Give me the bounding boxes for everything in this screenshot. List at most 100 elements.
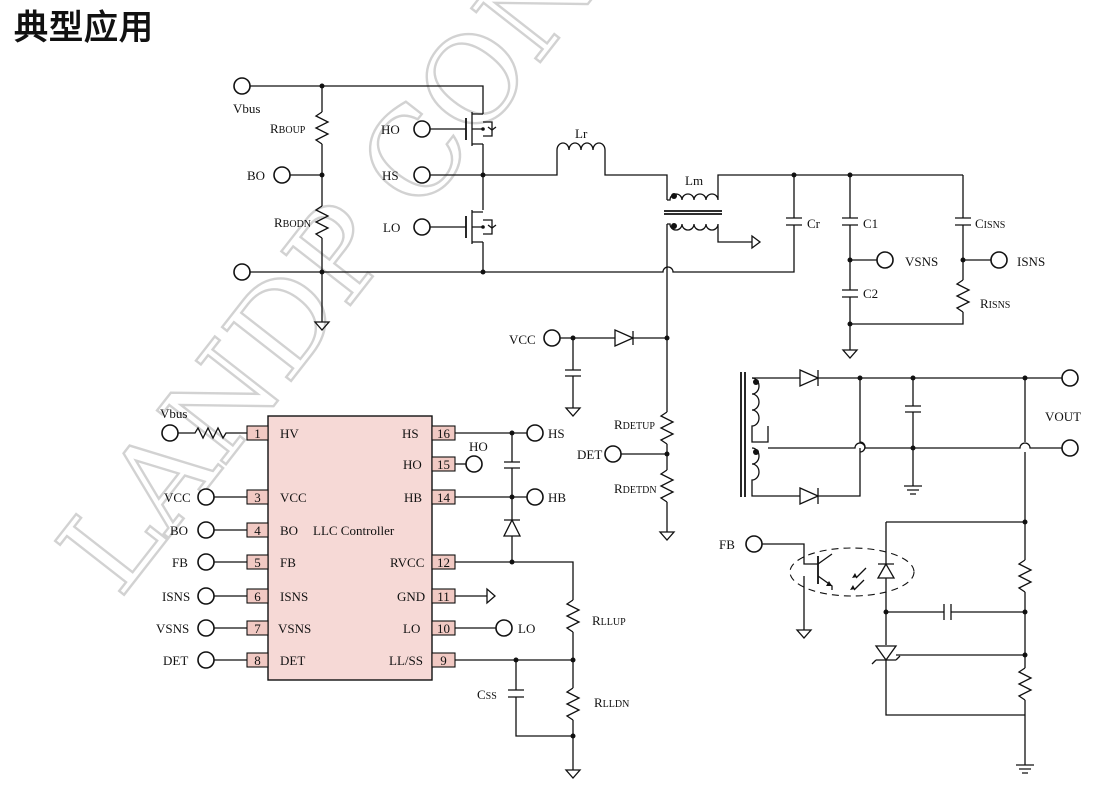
svg-text:1: 1 [254,426,261,441]
rllup-label: RLLUP [592,613,626,628]
left-pin-3: 3 VCC VCC [164,488,307,506]
svg-text:HO: HO [403,457,422,472]
vout-label: VOUT [1045,409,1081,424]
rdetup-label: RDETUP [614,417,655,432]
css-label: CSS [477,687,497,702]
left-pin-1: 1 HV Vbus [160,406,299,442]
left-pin-7: 7 VSNS VSNS [156,619,311,637]
right-pin-10: 10 LO LO [403,619,535,637]
svg-text:ISNS: ISNS [280,589,308,604]
svg-text:DET: DET [280,653,305,668]
vout-return-terminal [1061,439,1079,457]
svg-text:HB: HB [404,490,422,505]
right-pin-9: 9 LL/SS [389,652,576,668]
hs-label: HS [382,168,399,183]
transformer-lm [664,174,963,338]
isns-terminal [990,251,1008,269]
right-pin-16: 16 HS HS [402,424,565,442]
vout-positive-terminal [1061,369,1079,387]
bo-terminal [273,166,291,184]
svg-text:DET: DET [163,653,188,668]
vbus-terminal [233,77,251,95]
right-pin-14: 14 HB HB [404,488,566,506]
svg-text:RVCC: RVCC [390,555,424,570]
bo-label: BO [247,168,265,183]
left-pin-6: 6 ISNS ISNS [162,587,308,605]
vcc-label: VCC [509,332,536,347]
rboup-label: RBOUP [270,121,306,136]
right-pin-15: 15 HO HO [403,439,488,473]
svg-text:FB: FB [172,555,188,570]
svg-text:VCC: VCC [164,490,191,505]
fb-opto-terminal [745,535,763,553]
vsns-terminal [876,251,894,269]
svg-text:BO: BO [170,523,188,538]
high-side-mosfet [430,110,497,175]
svg-text:16: 16 [437,426,451,441]
svg-text:LL/SS: LL/SS [389,653,423,668]
left-pin-5: 5 FB FB [172,553,296,571]
primary-stage: Vbus RBOUP BO RBODN [233,77,1045,541]
svg-text:10: 10 [437,621,450,636]
rlldn-label: RLLDN [594,695,629,710]
lr-label: Lr [575,126,588,141]
svg-text:HS: HS [548,426,565,441]
cisns-label: CISNS [975,216,1005,231]
svg-text:4: 4 [254,523,261,538]
hs-terminal [413,166,431,184]
svg-text:14: 14 [437,490,451,505]
svg-text:15: 15 [437,457,450,472]
vbus-label: Vbus [233,101,260,116]
svg-text:VSNS: VSNS [278,621,311,636]
svg-text:Vbus: Vbus [160,406,187,421]
svg-text:3: 3 [254,490,261,505]
svg-text:7: 7 [254,621,261,636]
svg-text:HB: HB [548,490,566,505]
svg-text:HV: HV [280,426,299,441]
det-terminal [604,445,622,463]
resonant-inductor-lr [556,142,668,200]
svg-text:FB: FB [280,555,296,570]
svg-text:VCC: VCC [280,490,307,505]
left-pin-4: 4 BO BO [170,521,298,539]
lo-terminal [413,218,431,236]
lm-label: Lm [685,173,703,188]
c2-label: C2 [863,286,878,301]
right-pin-12: 12 RVCC [390,554,574,600]
svg-text:GND: GND [397,589,425,604]
left-pin-8: 8 DET DET [163,651,305,669]
ho-label: HO [381,122,400,137]
det-label: DET [577,447,602,462]
llc-controller-ic: LLC Controller 1 HV Vbus 3 VCC VCC 4 BO … [156,406,629,779]
rdetdn-label: RDETDN [614,481,657,496]
fb-opto-label: FB [719,537,735,552]
svg-text:9: 9 [440,653,447,668]
chip-name: LLC Controller [313,523,395,538]
primary-return-terminal [233,263,251,281]
rbodn-label: RBODN [274,215,311,230]
right-pin-11: 11 GND [397,587,496,605]
risns-label: RISNS [980,296,1010,311]
page-title: 典型应用 [14,8,154,48]
svg-text:BO: BO [280,523,298,538]
vcc-terminal [543,329,561,347]
vsns-label: VSNS [905,254,938,269]
svg-text:5: 5 [254,555,261,570]
svg-text:8: 8 [254,653,261,668]
cr-label: Cr [807,216,821,231]
svg-text:VSNS: VSNS [156,621,189,636]
low-side-mosfet [430,175,497,272]
isns-label: ISNS [1017,254,1045,269]
svg-text:12: 12 [437,555,450,570]
controller-chip-body [267,415,433,681]
ho-terminal [413,120,431,138]
svg-text:HO: HO [469,439,488,454]
secondary-stage: VOUT FB [719,368,1081,774]
svg-text:6: 6 [254,589,261,604]
svg-text:LO: LO [518,621,535,636]
svg-text:11: 11 [437,589,450,604]
svg-text:LO: LO [403,621,420,636]
svg-text:ISNS: ISNS [162,589,190,604]
c1-label: C1 [863,216,878,231]
